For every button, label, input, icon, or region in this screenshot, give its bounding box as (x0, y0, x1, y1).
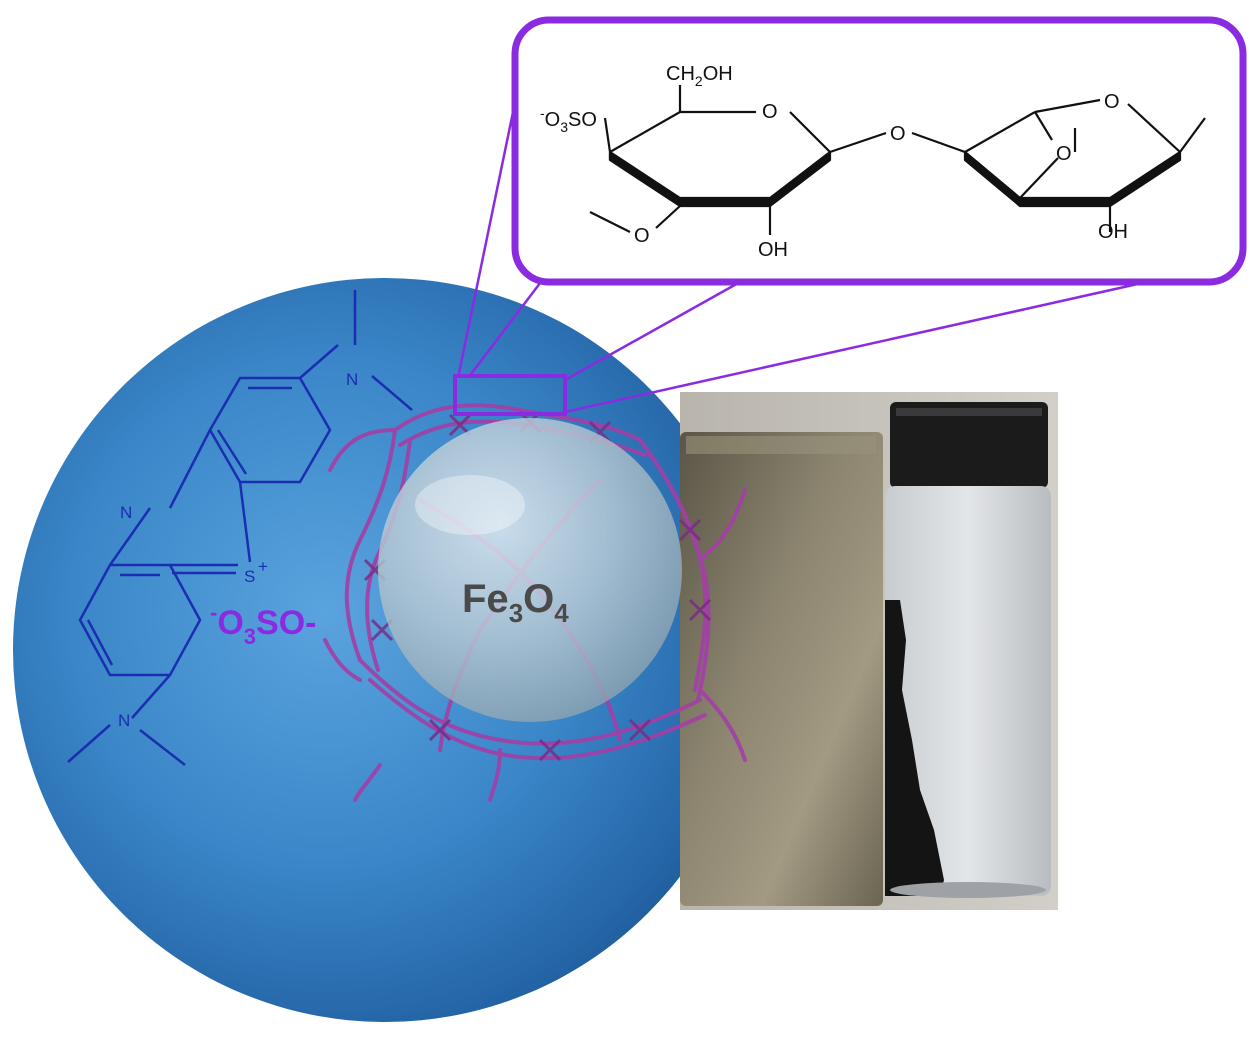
dye-amine-bottom: N (118, 711, 130, 730)
core-label: Fe3O4 (462, 577, 569, 628)
fe3o4-core (378, 418, 682, 722)
inset-sulfate: -O3SO (540, 105, 597, 135)
inset-oh-right: OH (1098, 221, 1128, 243)
inset-ring-o1: O (762, 101, 778, 123)
carrageenan-structure (589, 85, 1206, 235)
dye-sulfonium: S (244, 567, 255, 586)
inset-ring-o2: O (1104, 91, 1120, 113)
vial-powder (885, 600, 944, 896)
callout-lines (456, 87, 1237, 414)
vial (885, 402, 1051, 898)
dye-molecule (67, 290, 413, 766)
photo-magnet-vial (680, 392, 1058, 910)
sulfate-label: -O3SO- (210, 600, 316, 649)
inset-methoxy-o: O (634, 225, 650, 247)
vial-cap (890, 402, 1048, 488)
callout-source-box (453, 374, 567, 416)
inset-ring-o3: O (1056, 143, 1072, 165)
inset-ch2oh: CH2OH (666, 63, 733, 89)
structure-inset (511, 16, 1247, 286)
inset-oh-left: OH (758, 239, 788, 261)
dye-ring-nitrogen: N (120, 503, 132, 522)
vial-glass (885, 486, 1051, 896)
dye-amine-top: N (346, 370, 358, 389)
inset-bridge-o: O (890, 123, 906, 145)
dye-sulfonium-charge: + (258, 557, 268, 576)
polymer-network (323, 403, 747, 802)
magnet-block (680, 432, 883, 906)
